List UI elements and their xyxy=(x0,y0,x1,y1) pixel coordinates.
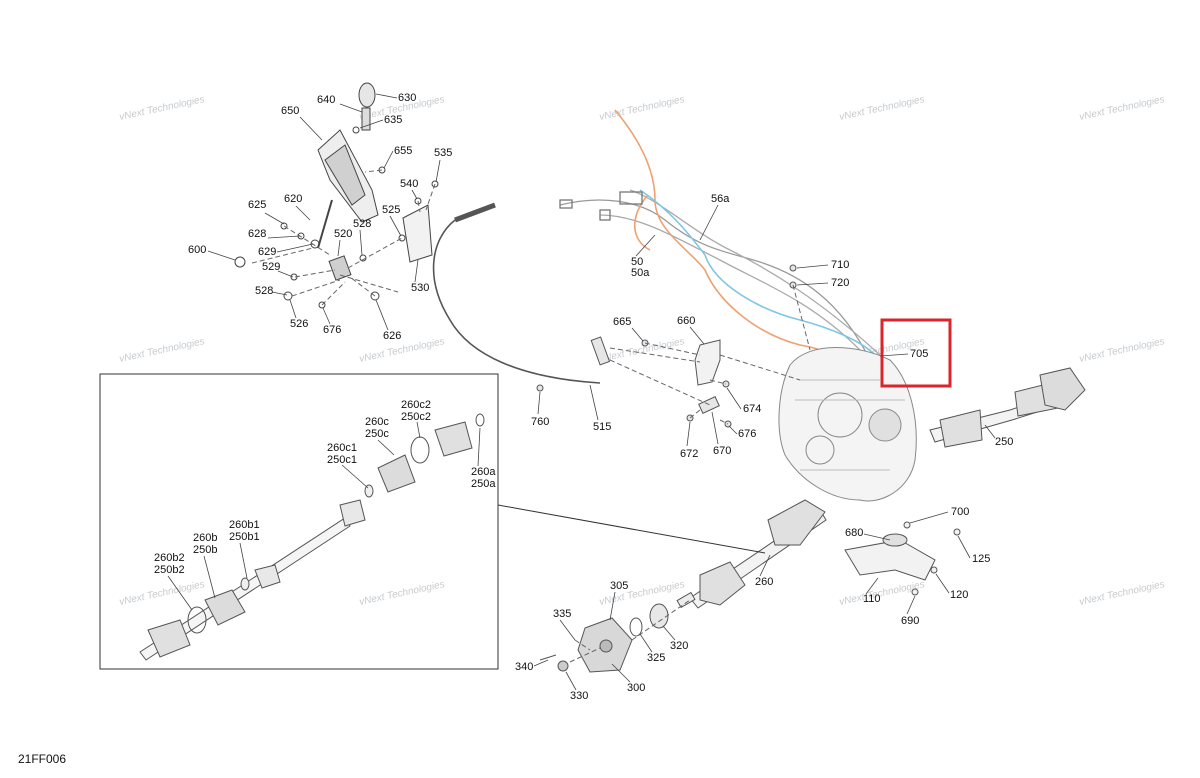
callout-330[interactable]: 330 xyxy=(570,690,588,702)
callout-635[interactable]: 635 xyxy=(384,114,402,126)
shift-bracket xyxy=(402,204,433,263)
callout-528b[interactable]: 528 xyxy=(255,285,273,297)
callout-655[interactable]: 655 xyxy=(394,145,412,157)
callout-260[interactable]: 260 xyxy=(755,576,773,588)
callout-640[interactable]: 640 xyxy=(317,94,335,106)
callout-600[interactable]: 600 xyxy=(188,244,206,256)
watermark: vNext Technologies xyxy=(358,336,445,365)
callout-535[interactable]: 535 xyxy=(434,147,452,159)
bracket-660 xyxy=(694,339,721,386)
shift-linkage xyxy=(536,264,797,428)
callout-110[interactable]: 110 xyxy=(863,593,881,605)
callout-690[interactable]: 690 xyxy=(901,615,919,627)
dashed-lines-mid xyxy=(609,284,811,425)
callout-528a[interactable]: 528 xyxy=(353,218,371,230)
inset-shaft xyxy=(139,413,485,661)
watermark: vNext Technologies xyxy=(1078,94,1165,123)
callout-680[interactable]: 680 xyxy=(845,527,863,539)
callout-320[interactable]: 320 xyxy=(670,640,688,652)
callout-250c2[interactable]: 250c2 xyxy=(401,411,431,423)
callout-676b[interactable]: 676 xyxy=(738,428,756,440)
watermark: vNext Technologies xyxy=(838,94,925,123)
callout-250c[interactable]: 250c xyxy=(365,428,389,440)
callout-525[interactable]: 525 xyxy=(382,204,400,216)
callout-526[interactable]: 526 xyxy=(290,318,308,330)
callout-335[interactable]: 335 xyxy=(553,608,571,620)
watermark: vNext Technologies xyxy=(118,336,205,365)
callout-676a[interactable]: 676 xyxy=(323,324,341,336)
callout-50[interactable]: 50 xyxy=(631,256,643,268)
callout-260a[interactable]: 260a xyxy=(471,466,496,478)
callout-250[interactable]: 250 xyxy=(995,436,1013,448)
callout-520[interactable]: 520 xyxy=(334,228,352,240)
left-drive-shaft xyxy=(676,499,827,609)
callout-760[interactable]: 760 xyxy=(531,416,549,428)
callout-530[interactable]: 530 xyxy=(411,282,429,294)
callout-630[interactable]: 630 xyxy=(398,92,416,104)
callout-50a[interactable]: 50a xyxy=(631,267,650,279)
gearbox-housing xyxy=(778,347,917,502)
callout-260c2[interactable]: 260c2 xyxy=(401,399,431,411)
harness-blue xyxy=(639,189,876,356)
shift-cable xyxy=(432,219,601,384)
pivot-block xyxy=(328,255,352,281)
callout-260c[interactable]: 260c xyxy=(365,416,389,428)
callout-672[interactable]: 672 xyxy=(680,448,698,460)
callout-626[interactable]: 626 xyxy=(383,330,401,342)
callout-56a[interactable]: 56a xyxy=(711,193,730,205)
figure-reference: 21FF006 xyxy=(18,752,66,766)
watermark: vNext Technologies xyxy=(118,94,205,123)
callout-515[interactable]: 515 xyxy=(593,421,611,433)
highlight-box-705 xyxy=(880,318,952,388)
callout-labels: 630 640 635 650 655 535 540 625 620 628 … xyxy=(154,92,1013,702)
wheel-hub xyxy=(539,603,669,673)
callout-260b2[interactable]: 260b2 xyxy=(154,552,185,564)
callout-710[interactable]: 710 xyxy=(831,259,849,271)
callout-250a[interactable]: 250a xyxy=(471,478,496,490)
callout-629[interactable]: 629 xyxy=(258,246,276,258)
shift-lever-top xyxy=(361,107,371,131)
callout-628[interactable]: 628 xyxy=(248,228,266,240)
harness-gray xyxy=(559,199,871,361)
callout-529[interactable]: 529 xyxy=(262,261,280,273)
leader-lines xyxy=(167,93,996,691)
shift-knob xyxy=(358,82,376,108)
callout-125[interactable]: 125 xyxy=(972,553,990,565)
callout-340[interactable]: 340 xyxy=(515,661,533,673)
callout-250b1[interactable]: 250b1 xyxy=(229,531,260,543)
inset-leader xyxy=(497,504,766,554)
right-drive-shaft xyxy=(929,367,1086,448)
callout-540[interactable]: 540 xyxy=(400,178,418,190)
callout-250b[interactable]: 250b xyxy=(193,544,217,556)
callout-250c1[interactable]: 250c1 xyxy=(327,454,357,466)
callout-325[interactable]: 325 xyxy=(647,652,665,664)
callout-120[interactable]: 120 xyxy=(950,589,968,601)
callout-705[interactable]: 705 xyxy=(910,348,928,360)
callout-300[interactable]: 300 xyxy=(627,682,645,694)
callout-625[interactable]: 625 xyxy=(248,199,266,211)
dashed-lines-hub xyxy=(569,599,691,663)
inset-box xyxy=(99,373,499,670)
callout-305[interactable]: 305 xyxy=(610,580,628,592)
callout-260b[interactable]: 260b xyxy=(193,532,217,544)
callout-674[interactable]: 674 xyxy=(743,403,761,415)
watermark: vNext Technologies xyxy=(598,94,685,123)
callout-700[interactable]: 700 xyxy=(951,506,969,518)
callout-720[interactable]: 720 xyxy=(831,277,849,289)
callout-650[interactable]: 650 xyxy=(281,105,299,117)
watermark: vNext Technologies xyxy=(1078,579,1165,608)
watermark: vNext Technologies xyxy=(1078,336,1165,365)
shifter-assembly xyxy=(234,82,601,384)
callout-670[interactable]: 670 xyxy=(713,445,731,457)
watermark: vNext Technologies xyxy=(358,579,445,608)
callout-260c1[interactable]: 260c1 xyxy=(327,442,357,454)
callout-665[interactable]: 665 xyxy=(613,316,631,328)
callout-620[interactable]: 620 xyxy=(284,193,302,205)
callout-660[interactable]: 660 xyxy=(677,315,695,327)
watermark: vNext Technologies xyxy=(118,579,205,608)
callout-250b2[interactable]: 250b2 xyxy=(154,564,185,576)
callout-260b1[interactable]: 260b1 xyxy=(229,519,260,531)
engine-mount-bracket xyxy=(844,521,961,596)
